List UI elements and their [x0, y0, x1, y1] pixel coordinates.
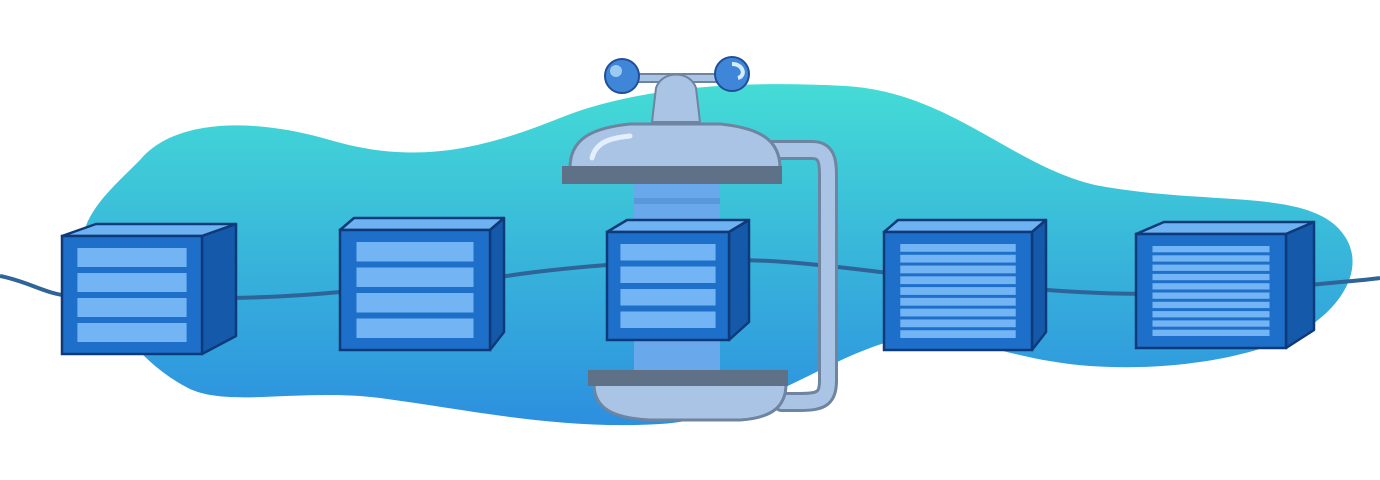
- block-1-side-face: [200, 222, 238, 356]
- block-4-top-face: [882, 218, 1048, 234]
- block-4-bar: [900, 265, 1016, 274]
- block-4-bar: [900, 276, 1016, 285]
- block-3-bar: [620, 311, 716, 328]
- block-5-side-face: [1284, 220, 1316, 350]
- block-chain: [60, 216, 1316, 356]
- block-4-bar: [900, 244, 1016, 252]
- block-2-bar: [356, 293, 474, 313]
- block-5: [1134, 220, 1316, 350]
- block-4: [882, 218, 1048, 352]
- cup-highlight-left: [610, 65, 622, 77]
- block-5-bar: [1152, 329, 1270, 336]
- block-5-bar: [1152, 273, 1270, 281]
- block-1-bar: [77, 323, 187, 342]
- block-5-bar: [1152, 320, 1270, 327]
- block-5-bar: [1152, 246, 1270, 253]
- block-1-bar: [77, 248, 187, 267]
- block-2-side-face: [488, 216, 506, 352]
- block-3-bar: [620, 244, 716, 261]
- block-2-bar: [356, 318, 474, 338]
- device-bottom-dome: [592, 382, 788, 422]
- device-handle-fill: [755, 143, 835, 409]
- block-4-bar: [900, 330, 1016, 338]
- block-4-bar: [900, 319, 1016, 328]
- block-4-bar: [900, 308, 1016, 317]
- block-5-bar: [1152, 255, 1270, 262]
- block-3-bar: [620, 266, 716, 283]
- block-1: [60, 222, 238, 356]
- device-bottom-plate: [588, 370, 788, 386]
- block-3-bar: [620, 289, 716, 306]
- block-1-bar: [77, 298, 187, 317]
- block-2: [338, 216, 506, 352]
- block-2-bar: [356, 267, 474, 287]
- block-2-top-face: [338, 216, 506, 232]
- dome-highlight: [589, 133, 633, 161]
- block-3: [605, 218, 751, 342]
- block-5-front-face: [1134, 232, 1288, 350]
- device-top-plate: [562, 166, 782, 184]
- block-5-bar: [1152, 301, 1270, 309]
- piston-ring: [634, 198, 720, 204]
- anemometer-cup-left-icon: [604, 58, 640, 94]
- block-5-bar: [1152, 283, 1270, 290]
- block-4-side-face: [1030, 218, 1048, 352]
- block-4-bar: [900, 287, 1016, 295]
- block-4-bar: [900, 254, 1016, 263]
- anemometer-mast: [650, 73, 702, 123]
- block-5-bar: [1152, 264, 1270, 271]
- block-5-bar: [1152, 292, 1270, 299]
- block-4-bar: [900, 297, 1016, 306]
- anemometer-device: [562, 56, 838, 422]
- block-3-side-face: [727, 218, 751, 342]
- block-5-bar: [1152, 311, 1270, 318]
- block-2-bar: [356, 242, 474, 262]
- block-3-top-face: [605, 218, 751, 234]
- cup-highlight-right: [731, 62, 745, 80]
- device-piston-lower: [634, 336, 720, 376]
- block-1-bar: [77, 273, 187, 292]
